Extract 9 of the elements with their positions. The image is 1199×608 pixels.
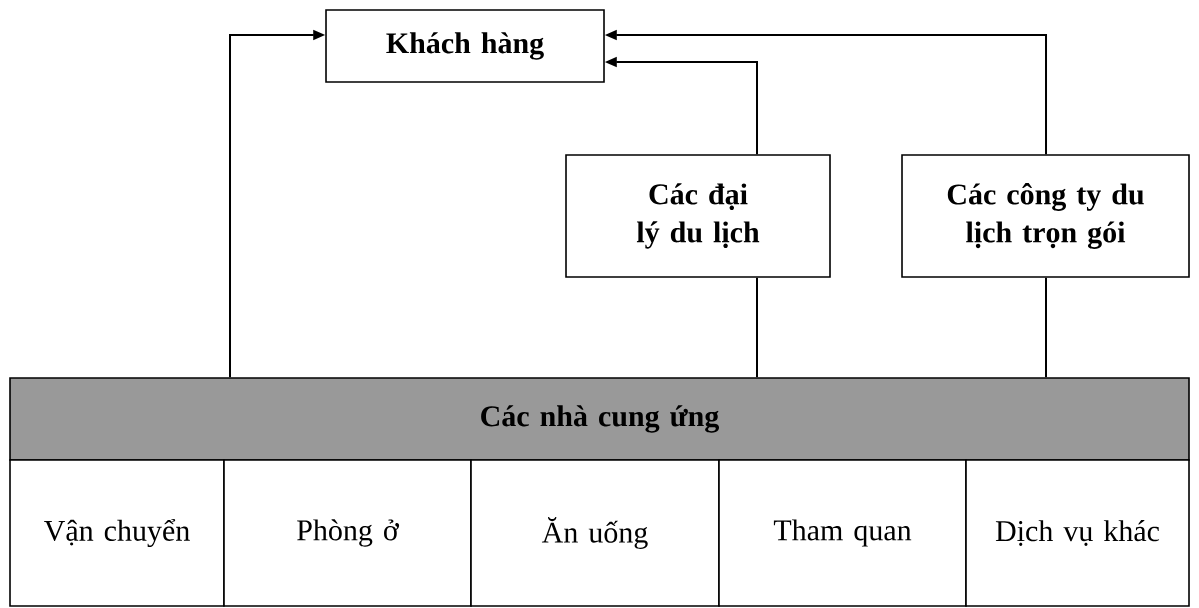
table-cell: Phòng ở xyxy=(223,459,472,607)
table-cell: Ăn uống xyxy=(470,459,720,607)
customer-box: Khách hàng xyxy=(325,9,605,83)
table-cell: Vận chuyển xyxy=(9,459,225,607)
tour-operator-box: Các công ty du lịch trọn gói xyxy=(901,154,1190,278)
table-cell: Dịch vụ khác xyxy=(965,459,1190,607)
table-cell: Tham quan xyxy=(718,459,967,607)
agency-box: Các đại lý du lịch xyxy=(565,154,831,278)
supplier-band: Các nhà cung ứng xyxy=(9,377,1190,461)
